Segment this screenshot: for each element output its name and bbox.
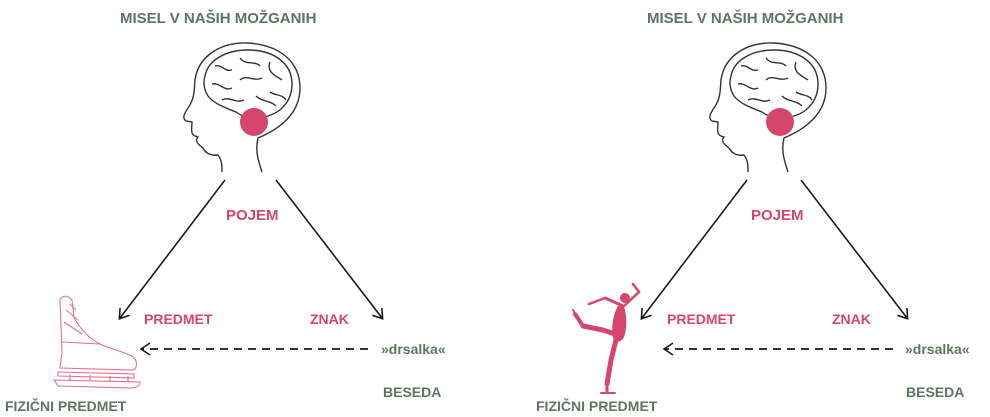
physical-object-label: FIZIČNI PREDMET bbox=[5, 398, 127, 414]
sign-label: ZNAK bbox=[832, 311, 871, 327]
concept-dot-icon bbox=[240, 108, 268, 136]
concept-label: POJEM bbox=[751, 207, 804, 224]
semiotic-triangle-right: MISEL V NAŠIH MOŽGANIH POJEM PREDMET ZNA… bbox=[525, 0, 990, 417]
concept-to-object-arrow bbox=[640, 179, 748, 320]
head-with-brain-icon bbox=[709, 42, 827, 173]
thought-title: MISEL V NAŠIH MOŽGANIH bbox=[647, 10, 844, 27]
physical-object-label: FIZIČNI PREDMET bbox=[536, 398, 658, 414]
triangle-art bbox=[52, 42, 384, 389]
sign-label: ZNAK bbox=[310, 311, 349, 327]
triangle-art bbox=[572, 42, 909, 394]
word-example: »drsalka« bbox=[381, 341, 446, 357]
ice-skate-outline-icon bbox=[52, 295, 141, 389]
concept-to-object-arrow bbox=[118, 179, 226, 320]
word-label: BESEDA bbox=[383, 384, 442, 400]
word-label: BESEDA bbox=[906, 384, 965, 400]
concept-to-sign-arrow bbox=[800, 179, 909, 320]
semiotic-triangle-left: MISEL V NAŠIH MOŽGANIH POJEM PREDMET ZNA… bbox=[5, 10, 446, 414]
head-with-brain-icon bbox=[183, 42, 301, 173]
word-example: »drsalka« bbox=[905, 341, 970, 357]
figure-skater-silhouette-icon bbox=[572, 282, 641, 394]
thought-title: MISEL V NAŠIH MOŽGANIH bbox=[120, 10, 317, 27]
concept-to-sign-arrow bbox=[275, 179, 384, 320]
concept-label: POJEM bbox=[226, 207, 279, 224]
concept-dot-icon bbox=[766, 108, 794, 136]
object-label: PREDMET bbox=[667, 311, 736, 327]
object-label: PREDMET bbox=[144, 311, 213, 327]
